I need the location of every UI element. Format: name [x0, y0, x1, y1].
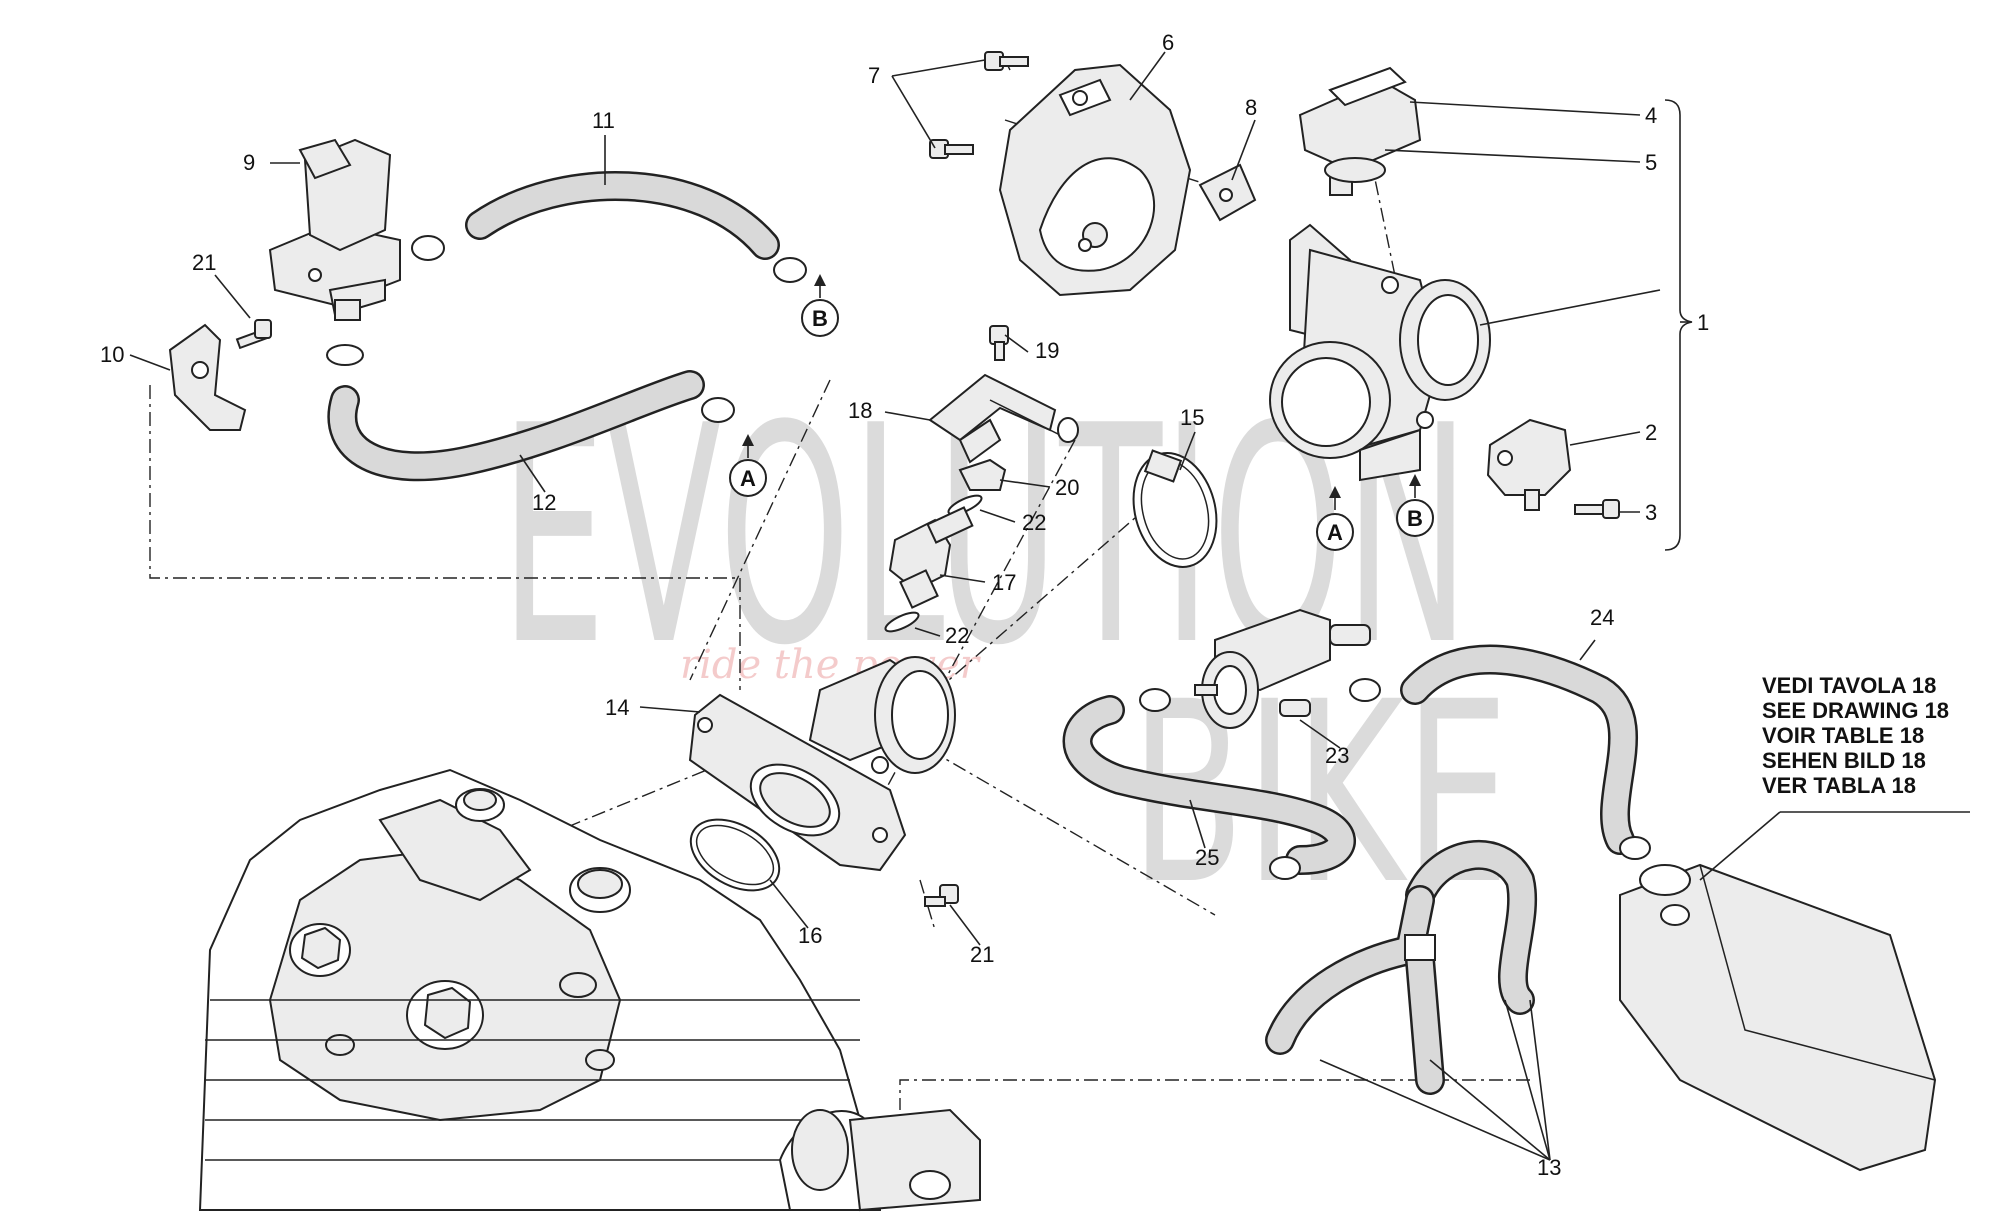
- throttle-position-sensor: [1486, 418, 1572, 511]
- idle-valve: [268, 138, 401, 321]
- screw-21-bottom: [924, 884, 959, 907]
- o-ring-16: [689, 818, 781, 892]
- callout-19: 19: [1035, 338, 1059, 363]
- callout-17: 17: [992, 570, 1016, 595]
- see-drawing-note: VEDI TAVOLA 18 SEE DRAWING 18 VOIR TABLE…: [1762, 673, 1949, 798]
- callout-23: 23: [1325, 743, 1349, 768]
- note-line-es: VER TABLA 18: [1762, 773, 1916, 798]
- hose-13: [1265, 840, 1538, 1095]
- o-ring-22b: [884, 611, 920, 633]
- note-line-it: VEDI TAVOLA 18: [1762, 673, 1936, 698]
- throttle-body: [1269, 223, 1491, 482]
- callout-10: 10: [100, 342, 124, 367]
- small-clamps: [1139, 678, 1651, 880]
- hose-11: [465, 170, 780, 260]
- callout-8: 8: [1245, 95, 1257, 120]
- screw-21-top: [235, 319, 272, 350]
- callout-22-bottom: 22: [945, 623, 969, 648]
- callout-18: 18: [848, 398, 872, 423]
- callout-25: 25: [1195, 845, 1219, 870]
- callout-4: 4: [1645, 103, 1657, 128]
- ref-marker-a-right-label: A: [1327, 520, 1343, 545]
- throttle-body-cover: [998, 63, 1192, 297]
- intake-manifold: [688, 656, 956, 872]
- screw-19: [989, 325, 1009, 361]
- callout-12: 12: [532, 490, 556, 515]
- ref-marker-b-right-label: B: [1407, 506, 1423, 531]
- callout-20: 20: [1055, 475, 1079, 500]
- evap-canister: [1619, 863, 1937, 1172]
- leader-lines: [129, 51, 1970, 1161]
- o-ring-22a: [947, 494, 983, 516]
- callout-5: 5: [1645, 150, 1657, 175]
- callout-7: 7: [868, 63, 880, 88]
- ref-marker-b-top: B: [801, 274, 839, 337]
- ref-marker-a-right: A: [1316, 486, 1354, 551]
- callout-24: 24: [1590, 605, 1614, 630]
- bracket-18: [928, 373, 1079, 464]
- callout-21-bottom: 21: [970, 942, 994, 967]
- hose-12: [327, 370, 705, 482]
- ref-marker-a-left-label: A: [740, 466, 756, 491]
- callout-labels: 1 2 3 4 5 6 7 8 9 10 11 12 13 14 15 16 1…: [100, 30, 1709, 1180]
- screw-7a: [984, 51, 1029, 71]
- callout-3: 3: [1645, 500, 1657, 525]
- screw-3: [1574, 499, 1620, 519]
- note-line-fr: VOIR TABLE 18: [1762, 723, 1924, 748]
- callout-2: 2: [1645, 420, 1657, 445]
- ref-marker-a-left: A: [729, 434, 767, 497]
- hose-25: [1062, 695, 1356, 875]
- note-line-de: SEHEN BILD 18: [1762, 748, 1926, 773]
- callout-1: 1: [1697, 310, 1709, 335]
- callout-15: 15: [1180, 405, 1204, 430]
- callout-9: 9: [243, 150, 255, 175]
- cylinder-head: [198, 768, 981, 1212]
- map-sensor: [1298, 66, 1422, 196]
- callout-21-top: 21: [192, 250, 216, 275]
- hose-clamp-15: [1132, 449, 1218, 568]
- ref-marker-b-top-label: B: [812, 306, 828, 331]
- callout-22-top: 22: [1022, 510, 1046, 535]
- screw-7b: [929, 139, 974, 159]
- purge-valve: [1194, 608, 1371, 729]
- callout-6: 6: [1162, 30, 1174, 55]
- ref-marker-b-right: B: [1396, 474, 1434, 537]
- bracket-10: [168, 323, 247, 431]
- group-brace: [1664, 99, 1693, 551]
- callout-14: 14: [605, 695, 629, 720]
- hose-24: [1400, 644, 1638, 855]
- note-line-en: SEE DRAWING 18: [1762, 698, 1949, 723]
- callout-13: 13: [1537, 1155, 1561, 1180]
- callout-11: 11: [592, 108, 615, 133]
- hose-clamps: [326, 235, 807, 423]
- fuel-injector: [888, 506, 974, 609]
- clip-8: [1198, 163, 1257, 222]
- callout-16: 16: [798, 923, 822, 948]
